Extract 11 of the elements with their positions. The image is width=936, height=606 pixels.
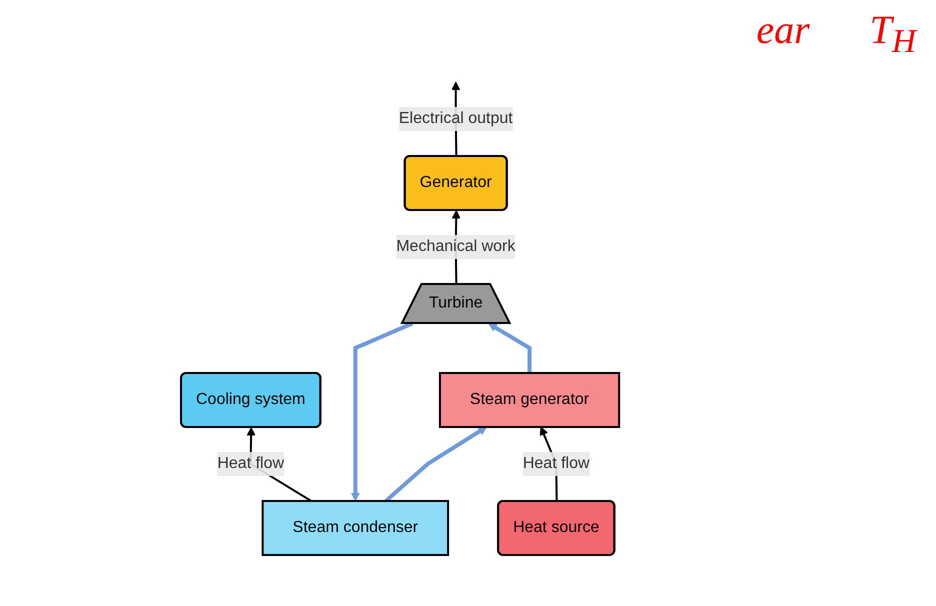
edge-label: Mechanical work [396, 237, 516, 254]
arrow [488, 322, 532, 372]
edge-label: Heat flow [522, 454, 590, 472]
edge-label: Heat flow [217, 454, 284, 472]
math-label: T$_{H}$ [870, 6, 916, 61]
math-label: ear [756, 6, 810, 54]
arrow [350, 321, 414, 501]
node-box: Steam generator [438, 372, 620, 428]
arrow [384, 426, 487, 502]
node-box: Steam condenser [262, 499, 449, 556]
edge-label: Electrical output [398, 110, 513, 126]
